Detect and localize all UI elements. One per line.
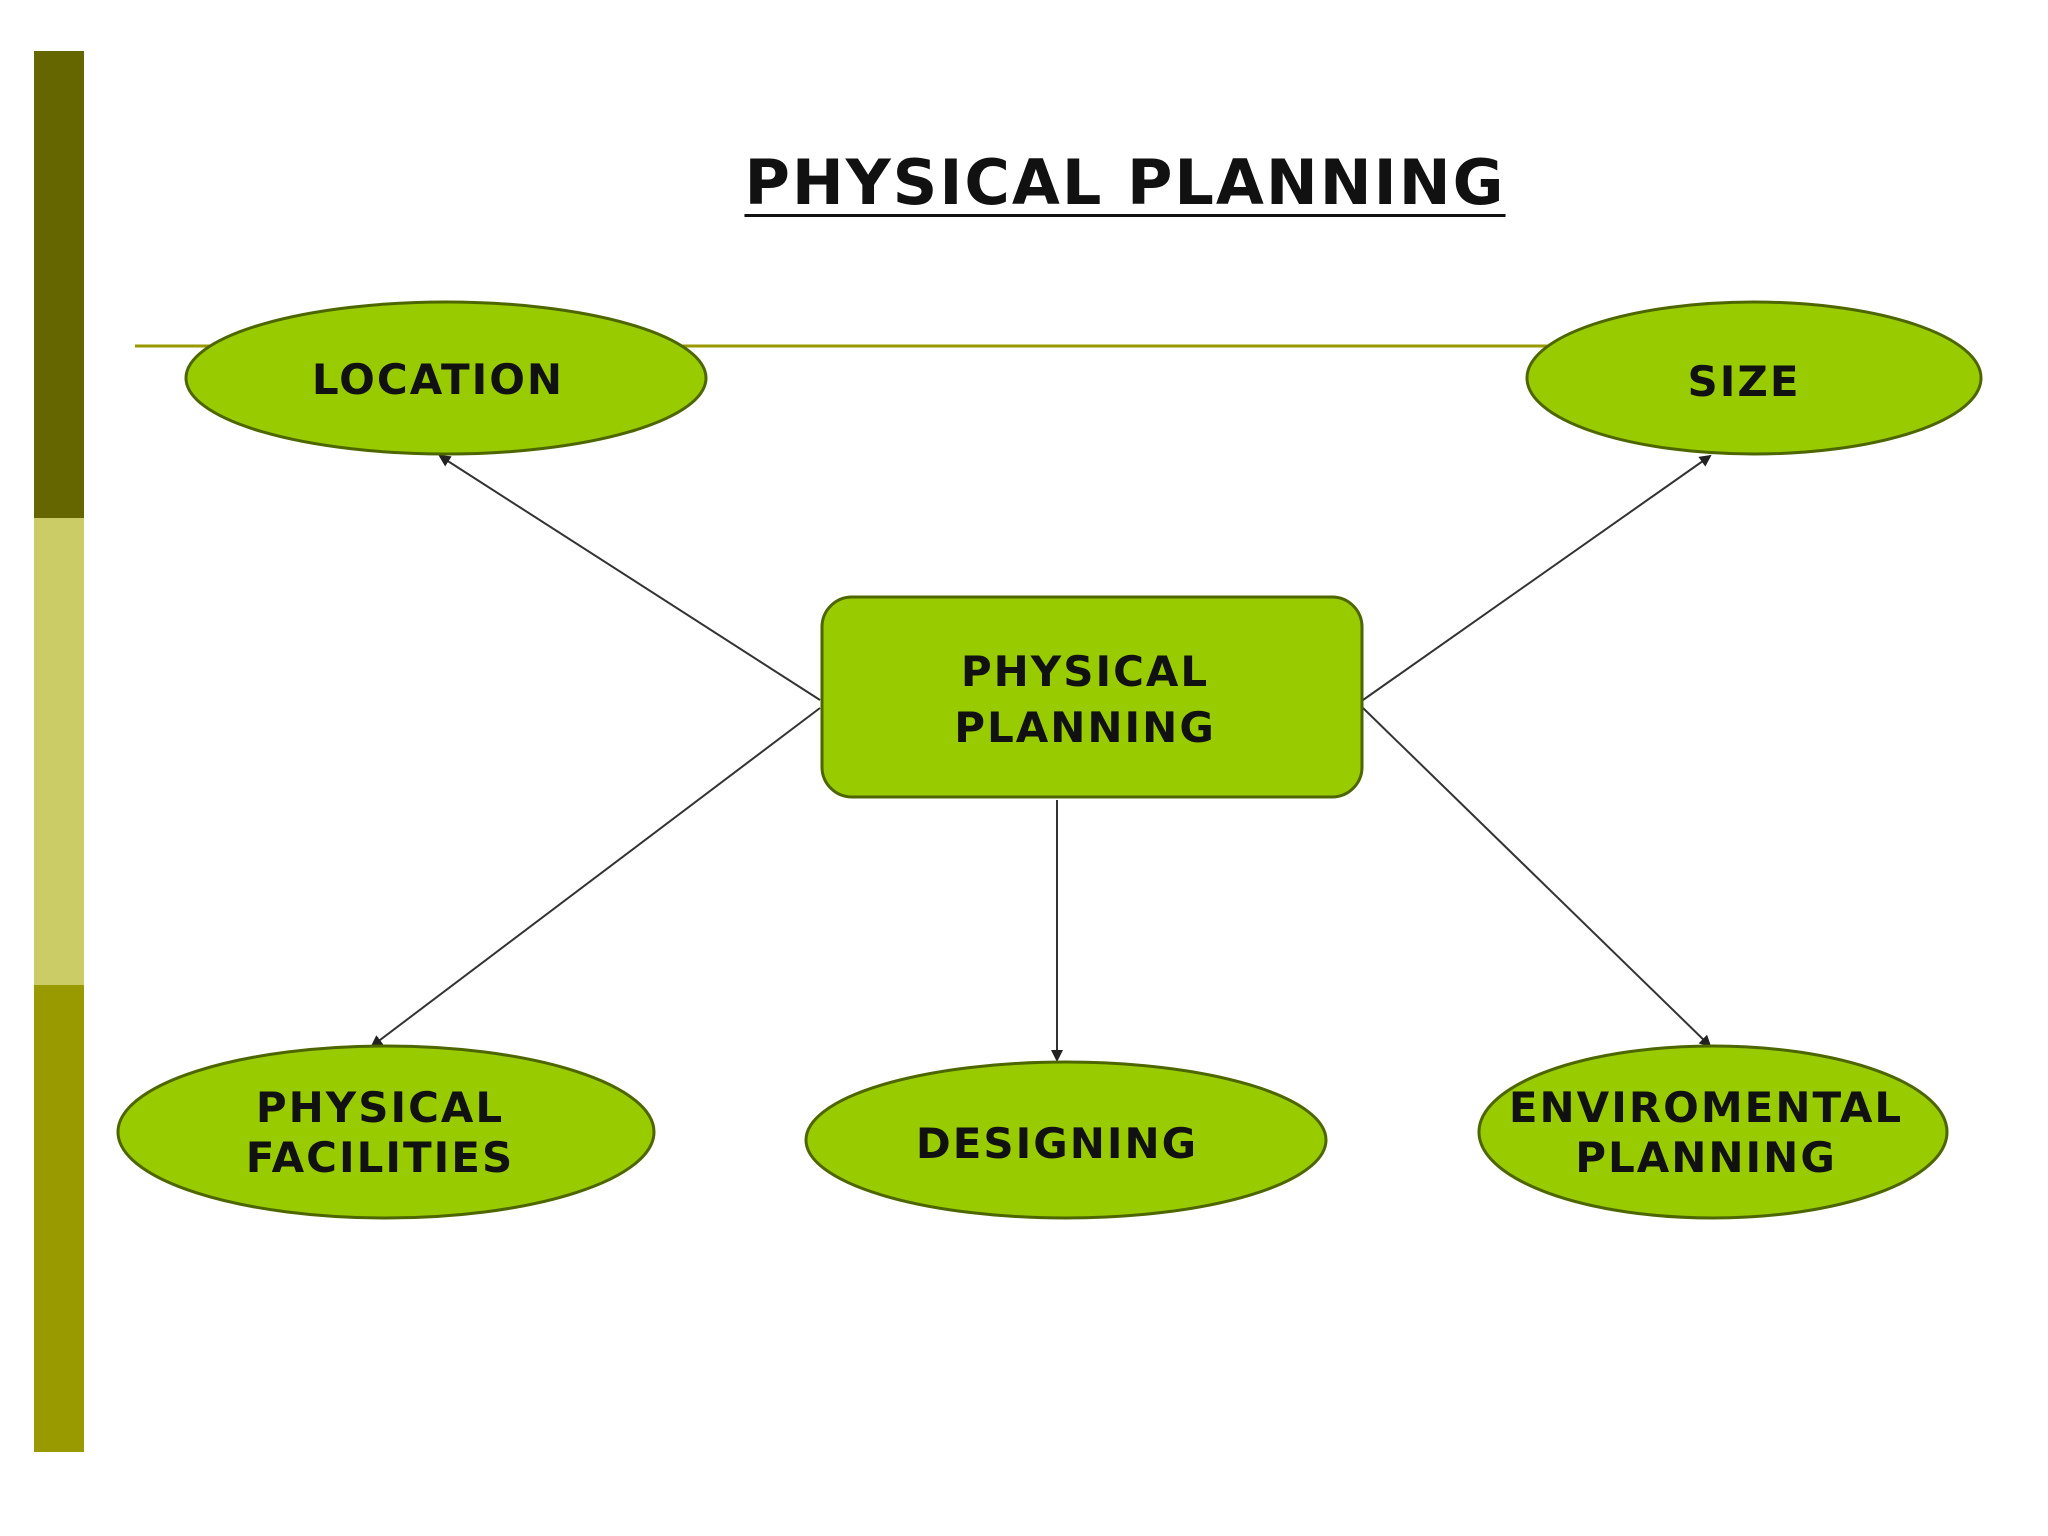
arrow-to-location: [438, 454, 821, 701]
node-size-label: SIZE: [1687, 357, 1800, 406]
node-environmental-planning-label-line1: ENVIROMENTAL: [1509, 1083, 1903, 1132]
arrow-to-environmental-planning: [1362, 707, 1712, 1048]
decorative-side-bar-light: [34, 518, 84, 985]
node-physical-facilities-shape: [116, 1044, 656, 1220]
node-environmental-planning-shape: [1477, 1044, 1949, 1220]
slide-title: PHYSICAL PLANNING: [744, 146, 1506, 219]
node-location-shape: [184, 300, 708, 456]
node-physical-facilities-label-line2: FACILITIES: [246, 1133, 514, 1182]
node-designing: DESIGNING: [804, 1060, 1328, 1220]
node-physical-facilities-label-line1: PHYSICAL: [256, 1083, 504, 1132]
node-location: LOCATION: [184, 300, 708, 456]
node-size-shape: [1525, 300, 1983, 456]
node-designing-shape: [804, 1060, 1328, 1220]
node-center-shape: [820, 595, 1364, 799]
node-center-label-line1: PHYSICAL: [961, 647, 1209, 696]
node-center-label-line2: PLANNING: [954, 703, 1216, 752]
arrow-to-physical-facilities: [370, 707, 821, 1048]
node-environmental-planning: ENVIROMENTAL PLANNING: [1477, 1044, 1949, 1220]
node-environmental-planning-label-line2: PLANNING: [1575, 1133, 1837, 1182]
decorative-side-bar-olive: [34, 985, 84, 1452]
decorative-side-bar-dark: [34, 51, 84, 518]
node-designing-label: DESIGNING: [916, 1119, 1198, 1168]
arrow-to-size: [1362, 454, 1712, 701]
node-location-label: LOCATION: [312, 355, 564, 404]
node-size: SIZE: [1525, 300, 1983, 456]
node-physical-facilities: PHYSICAL FACILITIES: [116, 1044, 656, 1220]
node-center: PHYSICAL PLANNING: [820, 595, 1364, 799]
